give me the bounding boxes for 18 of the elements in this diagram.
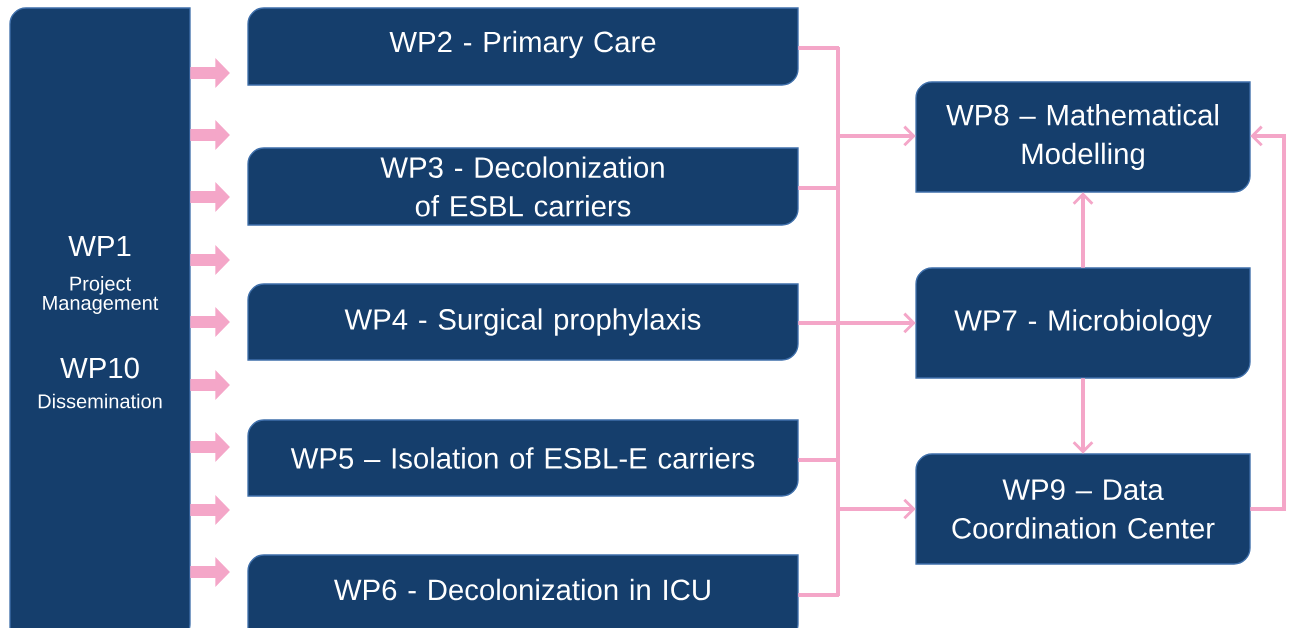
process-box: WP4 - Surgical prophylaxis [247, 283, 799, 361]
process-box: WP7 - Microbiology [915, 267, 1251, 379]
process-box: WP2 - Primary Care [247, 7, 799, 86]
connector-line [798, 458, 839, 462]
connector-line [836, 47, 840, 596]
process-box: WP6 - Decolonization in ICU [247, 554, 799, 628]
connector-line [798, 593, 839, 597]
process-box: WP3 - Decolonization of ESBL carriers [247, 147, 799, 226]
process-box: WP5 – Isolation of ESBL-E carriers [247, 419, 799, 497]
process-box: WP9 – Data Coordination Center [915, 453, 1251, 565]
process-box: WP1 Project Management WP10 Dissemination [9, 7, 191, 628]
connector-line [798, 186, 839, 190]
connector-line [798, 46, 839, 50]
arrow [1072, 192, 1094, 268]
arrow [1072, 378, 1094, 454]
connector-line [798, 321, 839, 325]
arrow [1250, 125, 1286, 511]
process-box: WP8 – Mathematical Modelling [915, 81, 1251, 193]
